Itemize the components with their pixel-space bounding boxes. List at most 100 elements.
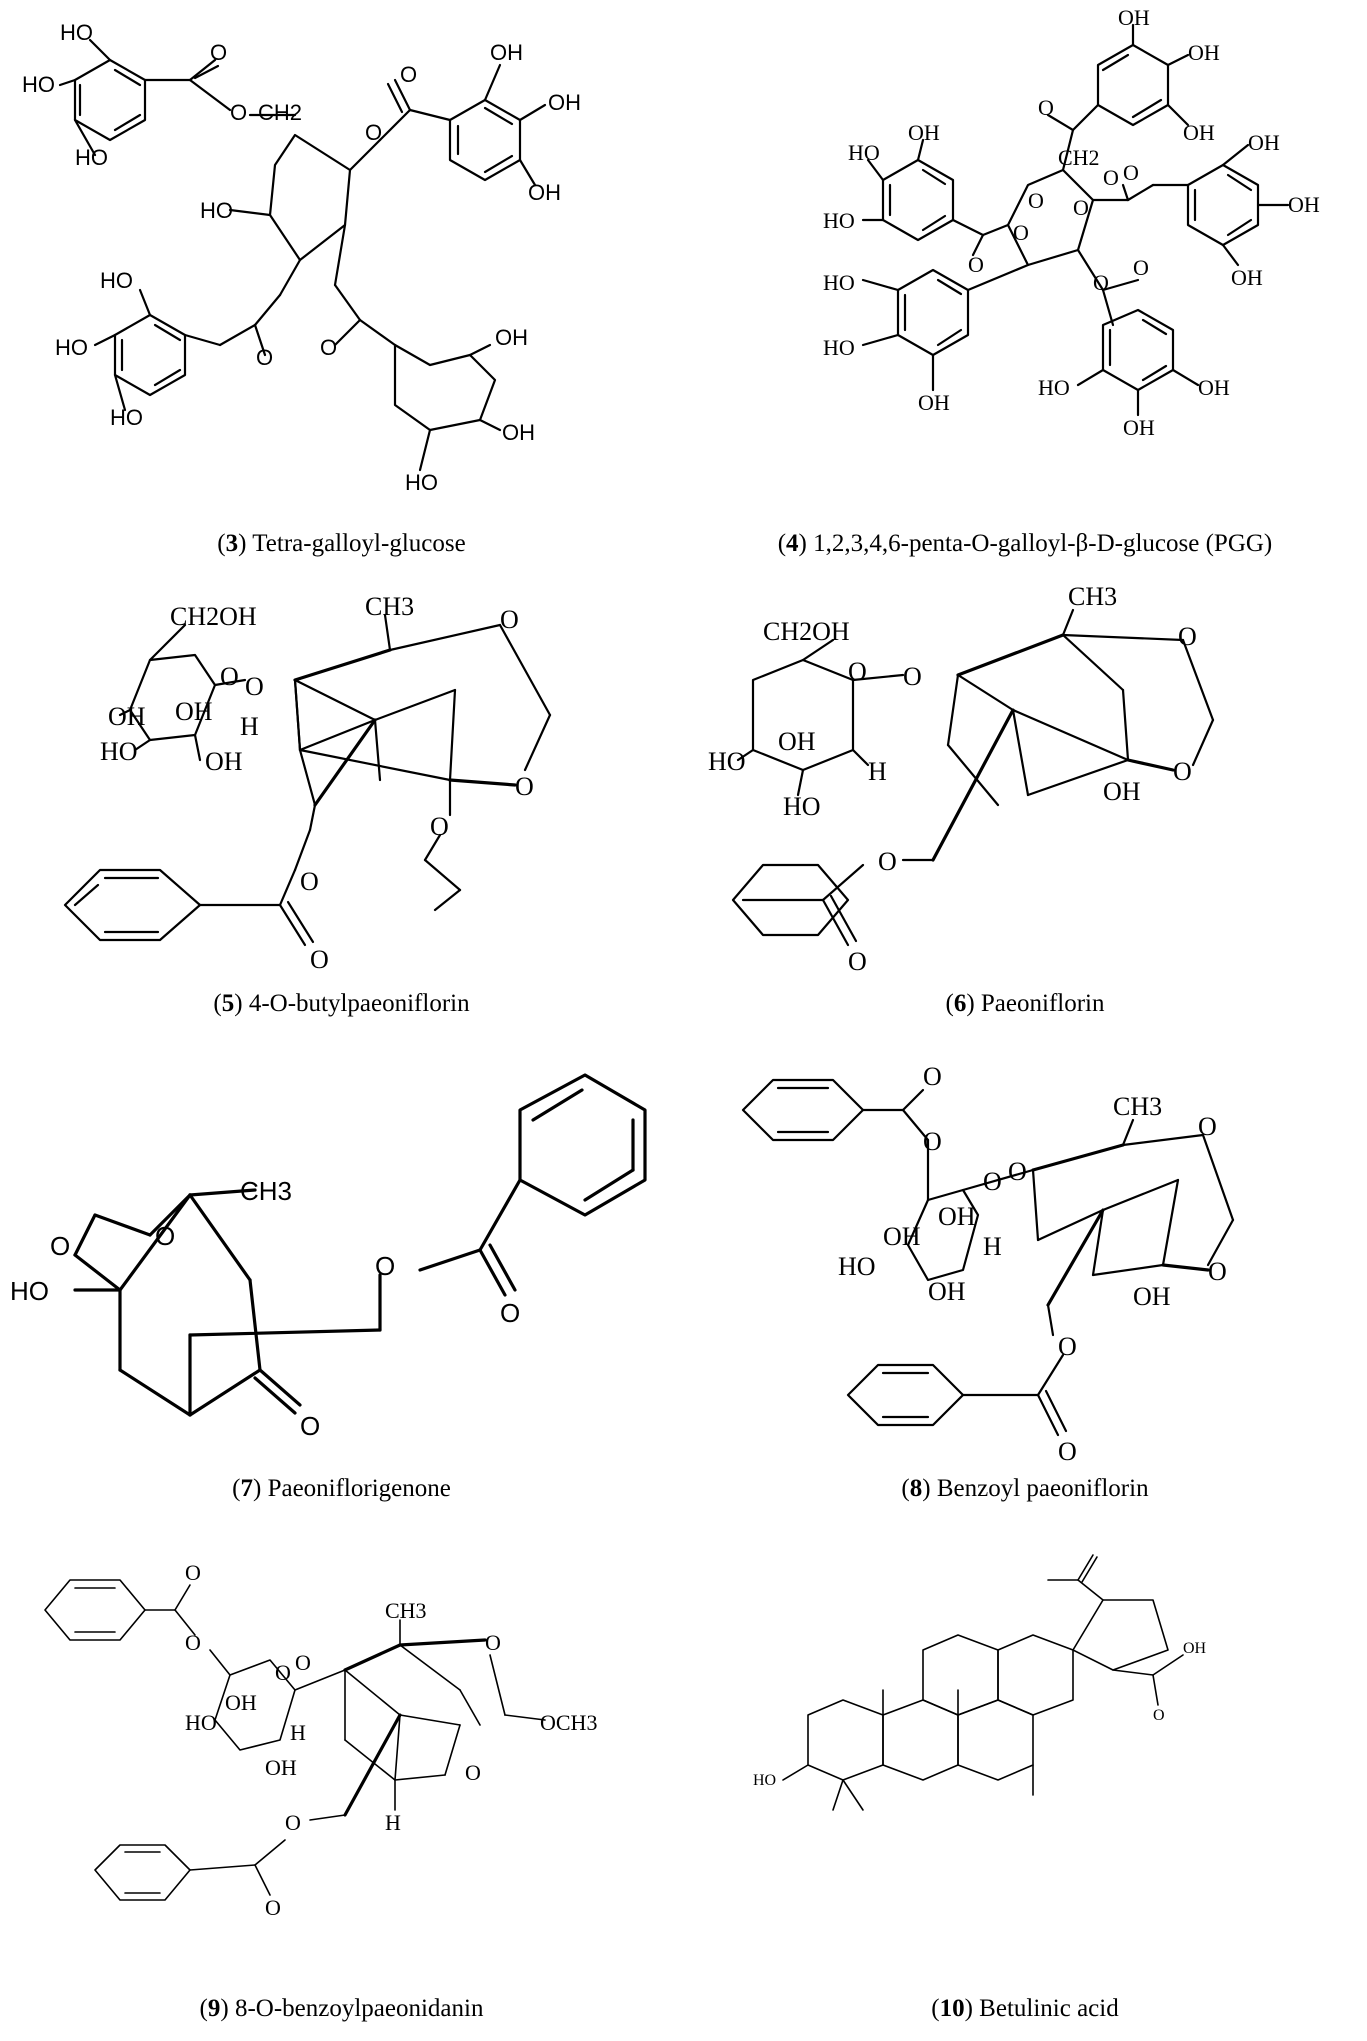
compound-number: 5 (221, 990, 235, 1017)
atom-label: OH (928, 1277, 966, 1306)
atom-label: O (1153, 1707, 1165, 1724)
atom-label: HO (708, 747, 746, 776)
atom-label: HO (22, 72, 55, 97)
atom-label: CH3 (365, 592, 414, 621)
atom-label: O (983, 1167, 1002, 1196)
atom-label: HO (823, 270, 855, 295)
atom-label: HO (823, 335, 855, 360)
atom-label: O (185, 1560, 201, 1585)
atom-label: OH (108, 702, 146, 731)
atom-label: OCH3 (540, 1710, 597, 1735)
atom-label: O (923, 1127, 942, 1156)
atom-label: CH2OH (763, 617, 850, 646)
atom-label: HO (200, 198, 233, 223)
atom-label: OH (1118, 5, 1150, 30)
atom-label: O (155, 1221, 175, 1251)
atom-label: O (878, 847, 897, 876)
atom-label: O (1038, 95, 1054, 120)
structure-6-drawing: CH2OH O O OH H HO HO CH3 O O OH O O (708, 582, 1215, 976)
atom-label: OH (938, 1202, 976, 1231)
atom-label: OH (175, 697, 213, 726)
atom-label: O (220, 662, 239, 691)
atom-label: OH (918, 390, 950, 415)
atom-label: O (1028, 188, 1044, 213)
structure-5-drawing: CH2OH O O OH OH H HO OH CH3 O O O O O (63, 592, 552, 974)
atom-label: OH (1231, 265, 1263, 290)
atom-label: O (300, 1411, 320, 1441)
compound-name: 1,2,3,4,6-penta-O-galloyl-β-D-glucose (P… (813, 530, 1273, 557)
structure-3-drawing: HO HO HO O O CH2 HO O O OH OH OH HO HO H… (22, 20, 581, 495)
compound-caption-3: (3) Tetra-galloyl-glucose (217, 530, 466, 557)
atom-label: HO (1038, 375, 1070, 400)
atom-label: OH (1133, 1282, 1171, 1311)
compound-name: Paeoniflorin (980, 990, 1105, 1017)
atom-label: OH (495, 325, 528, 350)
atom-label: O (245, 672, 264, 701)
atom-label: O (365, 120, 382, 145)
atom-label: O (1058, 1332, 1077, 1361)
atom-label: O (1198, 1112, 1217, 1141)
structure-9-drawing: O O O O OH HO H OH CH3 O OCH3 O H O O (44, 1560, 597, 1920)
structure-panel-9: O O O O OH HO H OH CH3 O OCH3 O H O O (0, 1540, 683, 2000)
atom-label: O (1123, 160, 1139, 185)
atom-label: OH (1248, 130, 1280, 155)
atom-label: O (375, 1251, 395, 1281)
atom-label: HO (10, 1276, 49, 1306)
atom-label: O (295, 1650, 311, 1675)
atom-label: HO (60, 20, 93, 45)
atom-label: OH (908, 120, 940, 145)
atom-label: O (515, 772, 534, 801)
atom-label: O (500, 605, 519, 634)
compound-name: Paeoniflorigenone (267, 1475, 451, 1502)
atom-label: O (1093, 270, 1109, 295)
atom-label: O (903, 662, 922, 691)
compound-name: 8-O-benzoylpaeonidanin (234, 1995, 484, 2022)
atom-label: H (868, 757, 887, 786)
atom-label: CH3 (1113, 1092, 1162, 1121)
atom-label: HO (848, 140, 880, 165)
atom-label: O (430, 812, 449, 841)
compound-number: 3 (225, 530, 239, 557)
atom-label: O (265, 1895, 281, 1920)
atom-label: O (968, 252, 984, 277)
atom-label: O (1058, 1437, 1077, 1466)
compound-caption-6: (6) Paeoniflorin (945, 990, 1105, 1017)
compound-name: Betulinic acid (979, 1995, 1119, 2022)
atom-label: O (285, 1810, 301, 1835)
atom-label: O (1133, 255, 1149, 280)
atom-label: CH2 (1058, 145, 1100, 170)
structure-panel-7: O O CH3 HO O O O (0, 1040, 683, 1490)
atom-label: CH3 (385, 1598, 427, 1623)
compound-number: 8 (909, 1475, 923, 1502)
atom-label: O (1013, 220, 1029, 245)
atom-label: O (500, 1298, 520, 1328)
structure-7-drawing: O O CH3 HO O O O (10, 1073, 647, 1441)
structure-panel-10: OH O HO (683, 1540, 1367, 2000)
atom-label: HO (823, 208, 855, 233)
atom-label: HO (185, 1710, 217, 1735)
atom-label: O (1103, 165, 1119, 190)
atom-label: O (848, 947, 867, 976)
compound-caption-9: (9) 8-O-benzoylpaeonidanin (199, 1995, 484, 2022)
atom-label: OH (1288, 192, 1320, 217)
atom-label: H (385, 1810, 401, 1835)
atom-label: HO (100, 268, 133, 293)
compound-caption-7: (7) Paeoniflorigenone (232, 1475, 451, 1502)
compound-number: 9 (207, 1995, 221, 2022)
atom-label: HO (753, 1772, 776, 1789)
structure-panel-6: CH2OH O O OH H HO HO CH3 O O OH O O (683, 570, 1367, 990)
atom-label: O (320, 335, 337, 360)
compound-number: 4 (786, 530, 799, 557)
compound-caption-5: (5) 4-O-butylpaeoniflorin (213, 990, 470, 1017)
atom-label: OH (883, 1222, 921, 1251)
atom-label: OH (778, 727, 816, 756)
atom-label: HO (838, 1252, 876, 1281)
atom-label: CH3 (1068, 582, 1117, 611)
atom-label: OH (1183, 1640, 1207, 1657)
atom-label: CH2 (258, 100, 302, 125)
atom-label: O (1173, 757, 1192, 786)
compound-caption-10: (10) Betulinic acid (931, 1995, 1119, 2022)
compound-number: 6 (953, 990, 967, 1017)
atom-label: HO (75, 145, 108, 170)
atom-label: O (1008, 1157, 1027, 1186)
